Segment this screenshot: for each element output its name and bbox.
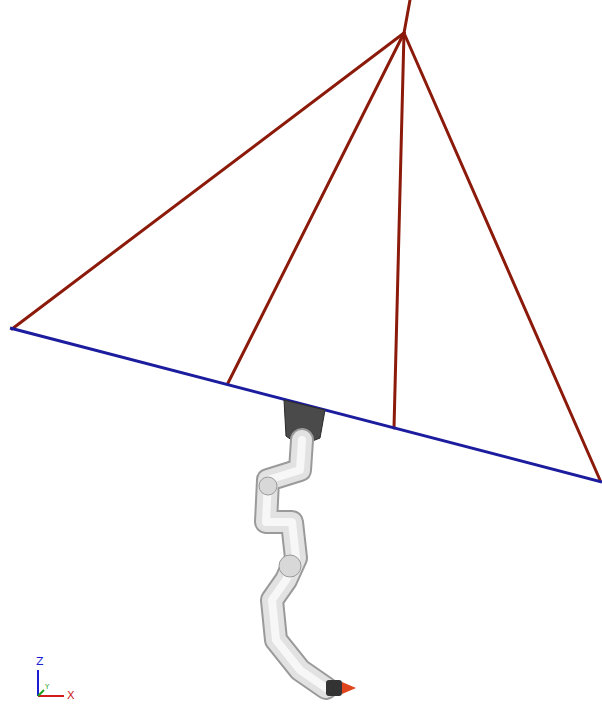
- frustum-lines: [12, 0, 600, 480]
- axis-label: X: [67, 690, 75, 701]
- axis-label: Y: [45, 684, 49, 691]
- axis-triad: [38, 670, 64, 696]
- tool-flange: [326, 680, 342, 696]
- tool-tip: [342, 682, 356, 694]
- robot-arm: [259, 400, 356, 696]
- axis-label: Z: [36, 656, 44, 667]
